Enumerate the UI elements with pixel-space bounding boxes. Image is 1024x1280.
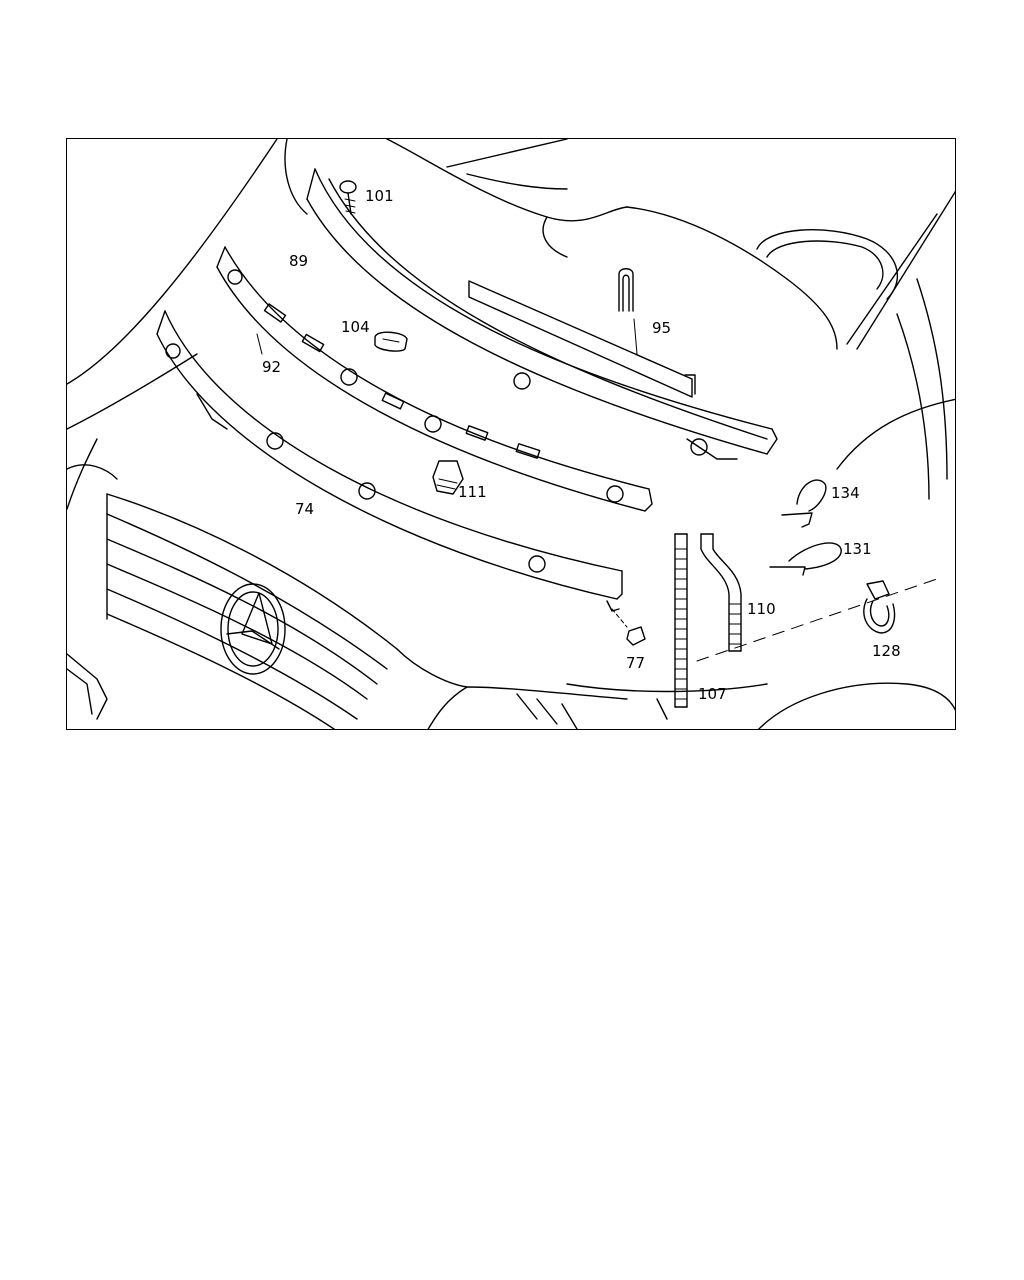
callout-77: 77 xyxy=(626,654,646,672)
mercedes-star-icon xyxy=(220,583,286,675)
part-110-hose xyxy=(700,533,742,652)
part-77-nut xyxy=(611,608,646,646)
callout-110: 110 xyxy=(747,600,776,618)
callout-92: 92 xyxy=(262,358,282,376)
part-101-screw xyxy=(339,180,357,215)
part-131-cable-tie xyxy=(769,542,842,576)
part-128-hose-clip xyxy=(863,580,896,634)
parts-diagram-frame: 101 89 104 95 92 111 74 134 131 110 77 1… xyxy=(66,138,956,730)
part-74-grille-bar xyxy=(156,310,623,612)
callout-95: 95 xyxy=(652,319,672,337)
callout-104: 104 xyxy=(341,318,370,336)
part-107-hose xyxy=(674,533,688,708)
part-104-clip xyxy=(374,331,408,352)
part-92-carrier xyxy=(216,246,653,512)
part-95-clip xyxy=(618,268,638,355)
callout-74: 74 xyxy=(295,500,315,518)
part-111-bracket xyxy=(432,460,464,495)
callout-131: 131 xyxy=(843,540,872,558)
callout-111: 111 xyxy=(458,483,487,501)
part-95-seal-strip xyxy=(468,280,696,398)
exploded-parts-drawing xyxy=(67,139,955,729)
callout-101: 101 xyxy=(365,187,394,205)
callout-134: 134 xyxy=(831,484,860,502)
callout-128: 128 xyxy=(872,642,901,660)
callout-89: 89 xyxy=(289,252,309,270)
part-89-cowl-panel xyxy=(306,168,778,460)
vehicle-body-outline xyxy=(67,139,955,729)
callout-107: 107 xyxy=(698,685,727,703)
part-134-cable-tie xyxy=(781,479,827,528)
